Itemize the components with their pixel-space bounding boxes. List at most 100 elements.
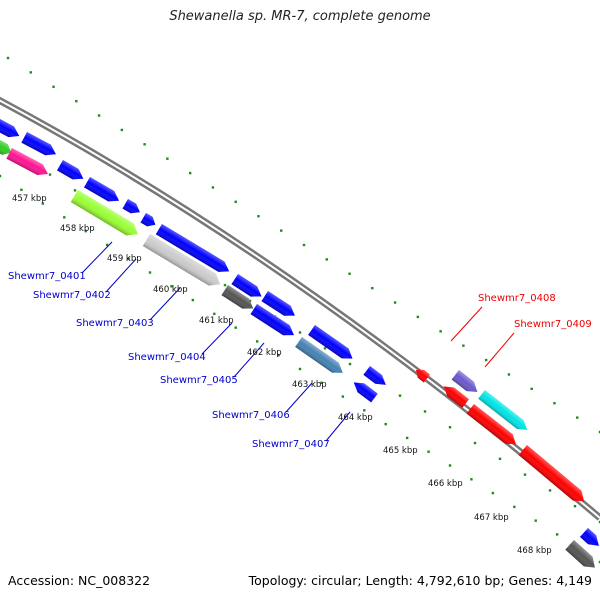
gene-arrow-lightgray[interactable] <box>142 234 224 290</box>
gene-arrow[interactable] <box>250 304 297 340</box>
gene-arrow-shading <box>155 224 230 272</box>
tick-dot <box>507 373 511 376</box>
leader-line <box>285 382 313 413</box>
gene-arrow[interactable] <box>261 291 298 321</box>
gene-label[interactable]: Shewmr7_0406 <box>212 410 290 421</box>
gene-arrow-shading <box>250 304 294 336</box>
tick-dot <box>234 326 237 329</box>
map-title: Shewanella sp. MR-7, complete genome <box>169 9 431 24</box>
gene-arrow[interactable] <box>440 382 470 408</box>
tick-dot <box>298 367 302 371</box>
position-tick-dots <box>0 56 600 564</box>
gene-arrow-shading <box>142 234 221 286</box>
tick-dot <box>534 519 537 522</box>
tick-dot <box>120 128 124 132</box>
gene-arrow-shading <box>295 337 343 373</box>
scale-label: 461 kbp <box>199 316 234 326</box>
gene-arrow-slateblue[interactable] <box>451 370 481 397</box>
gene-label[interactable]: Shewmr7_0402 <box>33 290 111 301</box>
scale-label: 462 kbp <box>247 348 282 358</box>
tick-dot <box>105 243 109 247</box>
tick-dot <box>513 505 516 509</box>
gene-arrow[interactable] <box>21 132 58 159</box>
gene-label[interactable]: Shewmr7_0403 <box>76 318 154 329</box>
gene-label[interactable]: Shewmr7_0408 <box>478 293 556 304</box>
scale-label: 464 kbp <box>338 413 373 423</box>
gene-arrow-magenta[interactable] <box>6 148 50 179</box>
gene-arrow-shading <box>518 445 585 502</box>
tick-dot <box>371 286 374 290</box>
gene-arrow[interactable] <box>466 404 520 449</box>
gene-arrow-shading <box>140 213 156 227</box>
tick-dot <box>405 436 409 440</box>
backbone-inner <box>0 99 600 519</box>
gene-arrow[interactable] <box>413 366 431 383</box>
gene-arrow-lime[interactable] <box>70 190 142 240</box>
leader-line <box>450 306 483 342</box>
gene-label[interactable]: Shewmr7_0401 <box>8 271 86 282</box>
leader-line <box>233 342 265 378</box>
tick-dot <box>341 395 345 398</box>
gene-arrow[interactable] <box>579 528 600 550</box>
gene-label[interactable]: Shewmr7_0409 <box>514 319 592 330</box>
leader-line <box>201 322 233 355</box>
tick-dot <box>427 450 430 453</box>
backbone-outer <box>0 96 600 521</box>
gene-arrow[interactable] <box>57 160 86 184</box>
leader-line <box>484 332 515 368</box>
tick-dot <box>48 173 52 176</box>
gene-arrow[interactable] <box>122 199 143 217</box>
scale-label: 465 kbp <box>383 446 418 456</box>
gene-arrow-darkgray[interactable] <box>565 540 599 572</box>
gene-arrow-shading <box>21 132 56 156</box>
gene-arrow-green[interactable] <box>0 140 14 158</box>
gene-arrow-shading <box>451 370 478 392</box>
gene-arrow[interactable] <box>308 325 356 364</box>
tick-dot <box>213 312 216 316</box>
gene-arrow-shading <box>57 160 84 180</box>
tick-dot <box>598 520 600 524</box>
tick-dot <box>448 426 452 429</box>
genome-backbone <box>0 96 600 521</box>
leader-line <box>325 411 351 442</box>
scale-label: 468 kbp <box>517 546 552 556</box>
gene-arrow-darkgray[interactable] <box>221 285 256 314</box>
gene-arrow[interactable] <box>0 119 22 141</box>
gene-arrow-shading <box>466 404 517 445</box>
tick-dot <box>20 188 23 191</box>
tick-dot <box>73 189 77 192</box>
scale-label: 466 kbp <box>428 479 463 489</box>
tick-dot <box>598 430 600 434</box>
tick-dot <box>470 478 473 481</box>
tick-dot <box>6 56 10 60</box>
gene-arrow[interactable] <box>350 378 378 403</box>
gene-arrow-shading <box>0 119 20 138</box>
gene-arrow-shading <box>0 140 12 155</box>
scale-label: 458 kbp <box>60 224 95 234</box>
tick-dot <box>398 394 402 397</box>
gene-arrow-cyan[interactable] <box>478 390 530 434</box>
tick-dot <box>530 387 533 391</box>
gene-label[interactable]: Shewmr7_0404 <box>128 352 206 363</box>
gene-arrow-shading <box>231 274 262 297</box>
gene-arrow[interactable] <box>84 177 122 206</box>
gene-arrow[interactable] <box>155 224 232 277</box>
tick-dot <box>484 358 488 362</box>
tick-dot <box>320 381 323 384</box>
gene-arrow[interactable] <box>231 274 264 301</box>
gene-arrow-shading <box>221 285 254 309</box>
gene-arrow[interactable] <box>140 213 159 230</box>
gene-arrow[interactable] <box>363 366 389 389</box>
tick-dot <box>143 143 146 146</box>
gene-label[interactable]: Shewmr7_0407 <box>252 439 330 450</box>
tick-dot <box>498 457 502 461</box>
gene-arrow-steelblue[interactable] <box>295 337 346 378</box>
gene-arrow[interactable] <box>518 445 589 506</box>
tick-dot <box>257 215 260 218</box>
gene-label[interactable]: Shewmr7_0405 <box>160 375 238 386</box>
tick-dot <box>298 331 302 334</box>
scale-label: 457 kbp <box>12 194 47 204</box>
scale-label: 467 kbp <box>474 513 509 523</box>
